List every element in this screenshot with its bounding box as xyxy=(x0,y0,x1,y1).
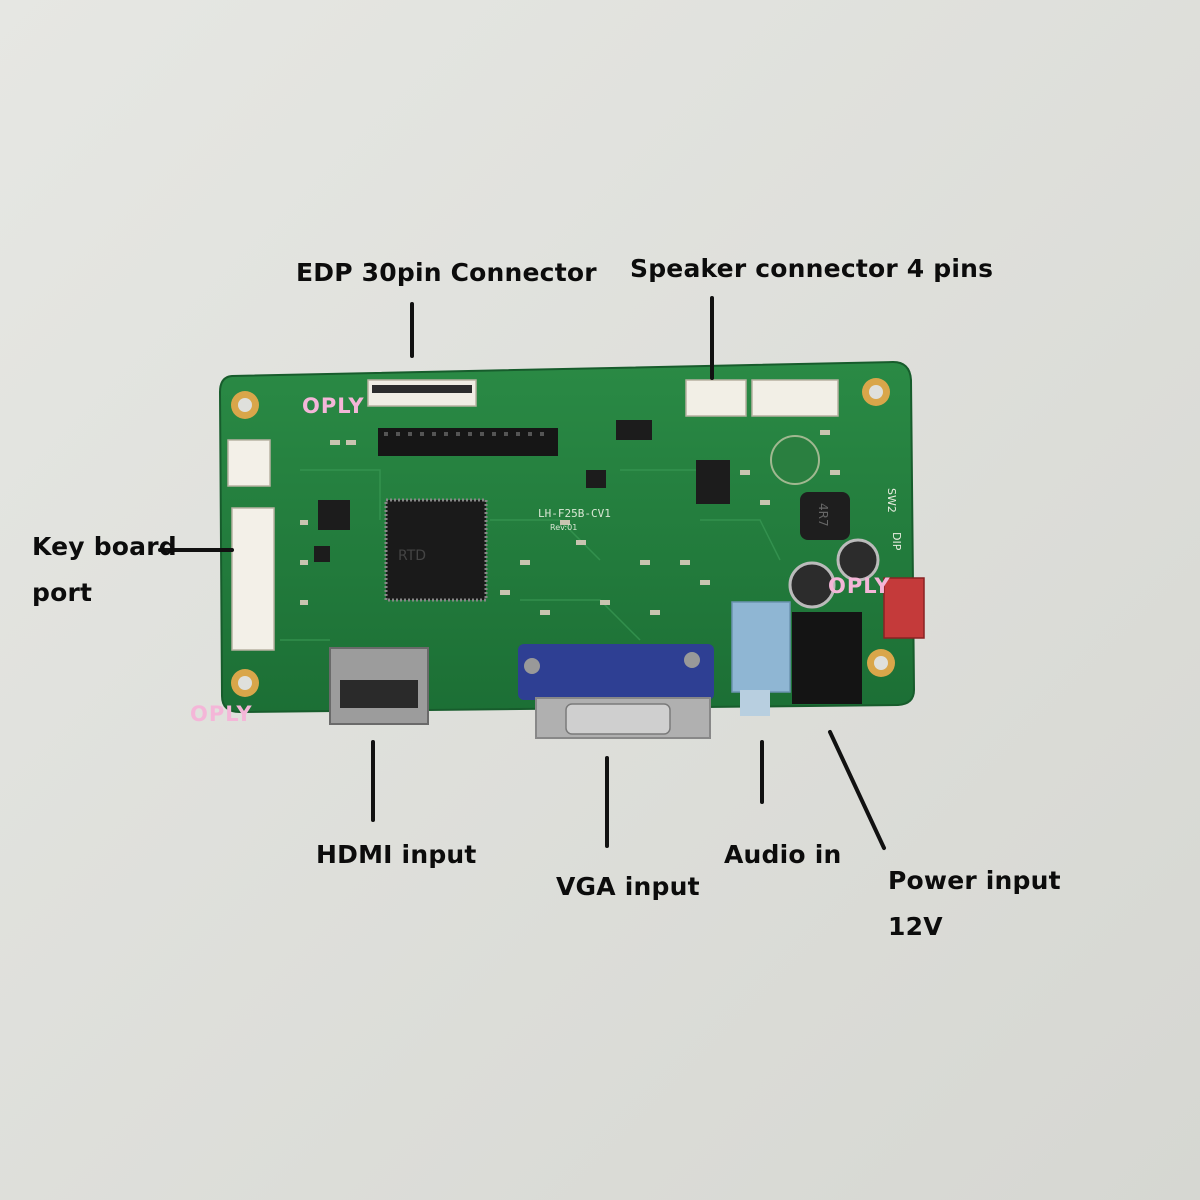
audio-jack xyxy=(731,601,791,716)
watermark-1: OPLY xyxy=(302,394,365,418)
keyboard-connectors xyxy=(227,439,275,651)
inductor: 4R7 xyxy=(800,492,850,540)
speaker-connectors xyxy=(685,379,839,417)
vga-port xyxy=(518,644,714,739)
svg-text:SW2: SW2 xyxy=(885,488,898,513)
label-keyboard-port-line1: Key board xyxy=(32,532,177,561)
capacitors xyxy=(788,538,880,609)
board-model: LH-F25B-CV1 xyxy=(538,507,611,520)
label-power-input-line1: Power input xyxy=(888,866,1061,895)
callout-lines xyxy=(158,296,886,850)
chip-label: RTD xyxy=(398,548,426,564)
label-audio-in: Audio in xyxy=(724,840,842,869)
watermark-2: OPLY xyxy=(828,574,891,598)
label-vga-input: VGA input xyxy=(556,872,700,901)
watermark-3: OPLY xyxy=(190,702,253,726)
hdmi-port xyxy=(329,647,429,725)
dc-power-jack xyxy=(792,612,862,704)
small-chips xyxy=(314,420,730,562)
sw-markers: SW2 DIP xyxy=(885,488,903,551)
main-chip: RTD xyxy=(384,498,488,602)
inductor-label: 4R7 xyxy=(816,503,830,527)
label-keyboard-port-line2: port xyxy=(32,578,93,607)
svg-text:DIP: DIP xyxy=(890,532,903,551)
pin-header xyxy=(378,428,558,456)
label-edp-connector: EDP 30pin Connector xyxy=(296,258,597,287)
label-power-input-line2: 12V xyxy=(888,912,943,941)
label-hdmi-input: HDMI input xyxy=(316,840,477,869)
edp-connector xyxy=(367,379,477,407)
power-header xyxy=(883,577,925,639)
board-rev: Rev:01 xyxy=(550,523,578,532)
label-speaker-connector: Speaker connector 4 pins xyxy=(630,254,994,283)
